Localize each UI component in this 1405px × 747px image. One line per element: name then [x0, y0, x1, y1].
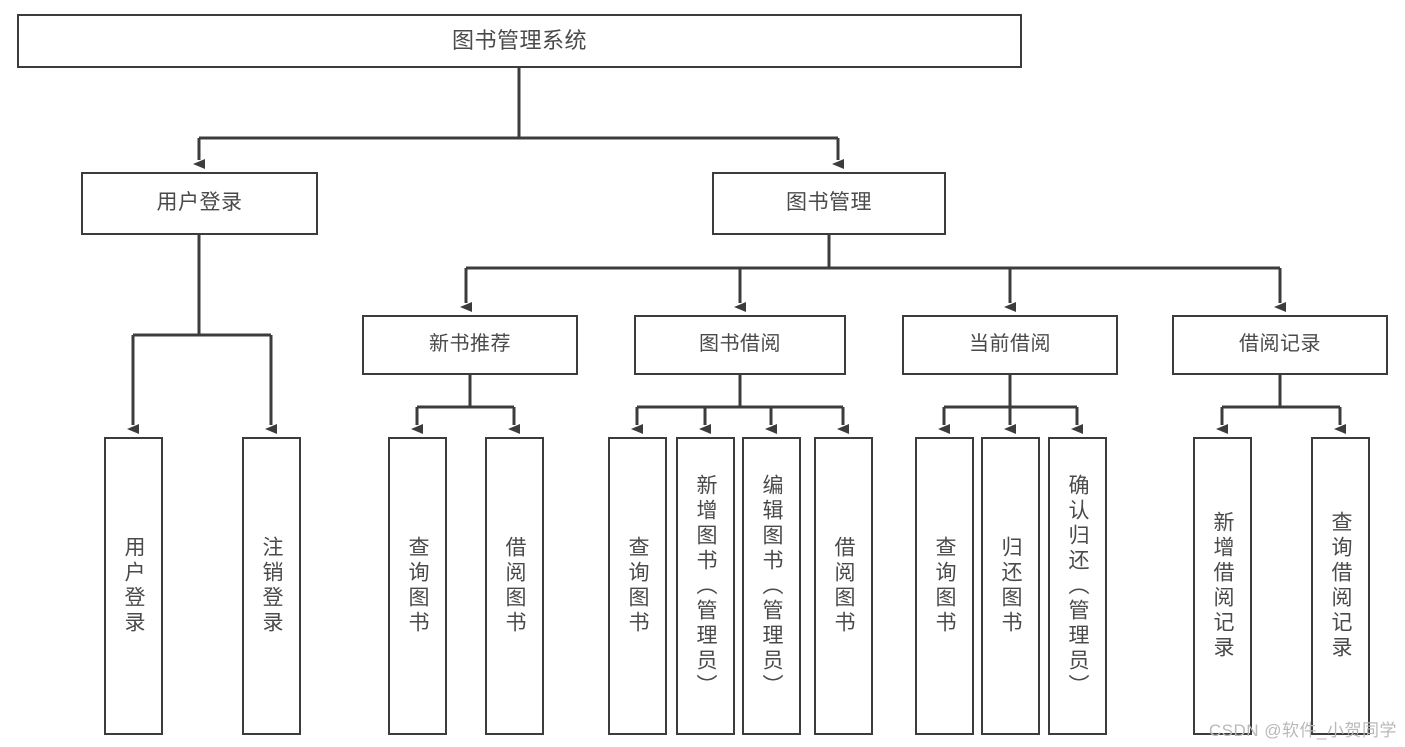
node-label: 图书管理	[786, 191, 872, 215]
node-label: 用户登录	[122, 536, 145, 636]
node-borrow-record[interactable]: 借阅记录	[1172, 315, 1388, 375]
node-label: 注销登录	[260, 536, 283, 636]
node-root-system[interactable]: 图书管理系统	[17, 14, 1022, 68]
leaf-current-return-book[interactable]: 归还图书	[981, 437, 1040, 735]
node-label: 确认归还（管理员）	[1066, 473, 1089, 699]
leaf-borrow-query-book[interactable]: 查询图书	[608, 437, 667, 735]
leaf-new-book-borrow[interactable]: 借阅图书	[485, 437, 544, 735]
leaf-record-query[interactable]: 查询借阅记录	[1311, 437, 1370, 735]
leaf-current-query-book[interactable]: 查询图书	[915, 437, 974, 735]
node-label: 新书推荐	[429, 333, 511, 356]
csdn-watermark: CSDN @软件_小贺同学	[1208, 721, 1397, 740]
leaf-record-add[interactable]: 新增借阅记录	[1193, 437, 1252, 735]
node-label: 图书借阅	[699, 333, 781, 356]
node-label: 归还图书	[999, 536, 1022, 636]
node-label: 查询图书	[626, 536, 649, 636]
leaf-borrow-borrow-book[interactable]: 借阅图书	[814, 437, 873, 735]
node-label: 新增图书（管理员）	[694, 473, 717, 699]
node-new-book-recommend[interactable]: 新书推荐	[362, 315, 578, 375]
node-label: 新增借阅记录	[1211, 511, 1234, 661]
node-label: 借阅记录	[1239, 333, 1321, 356]
node-book-management[interactable]: 图书管理	[712, 172, 946, 235]
node-label: 借阅图书	[503, 536, 526, 636]
leaf-current-confirm-return[interactable]: 确认归还（管理员）	[1048, 437, 1107, 735]
node-label: 查询图书	[933, 536, 956, 636]
leaf-new-book-query[interactable]: 查询图书	[388, 437, 447, 735]
node-label: 用户登录	[156, 191, 243, 215]
leaf-user-logout[interactable]: 注销登录	[242, 437, 301, 735]
node-label: 编辑图书（管理员）	[760, 473, 783, 699]
leaf-borrow-edit-book[interactable]: 编辑图书（管理员）	[742, 437, 801, 735]
node-user-login[interactable]: 用户登录	[81, 172, 318, 235]
node-label: 查询图书	[406, 536, 429, 636]
node-label: 借阅图书	[832, 536, 855, 636]
node-current-borrow[interactable]: 当前借阅	[902, 315, 1118, 375]
node-label: 查询借阅记录	[1329, 511, 1352, 661]
node-label: 当前借阅	[969, 333, 1051, 356]
node-book-borrow[interactable]: 图书借阅	[634, 315, 846, 375]
node-label: 图书管理系统	[451, 28, 587, 54]
leaf-borrow-add-book[interactable]: 新增图书（管理员）	[676, 437, 735, 735]
leaf-user-login[interactable]: 用户登录	[104, 437, 163, 735]
